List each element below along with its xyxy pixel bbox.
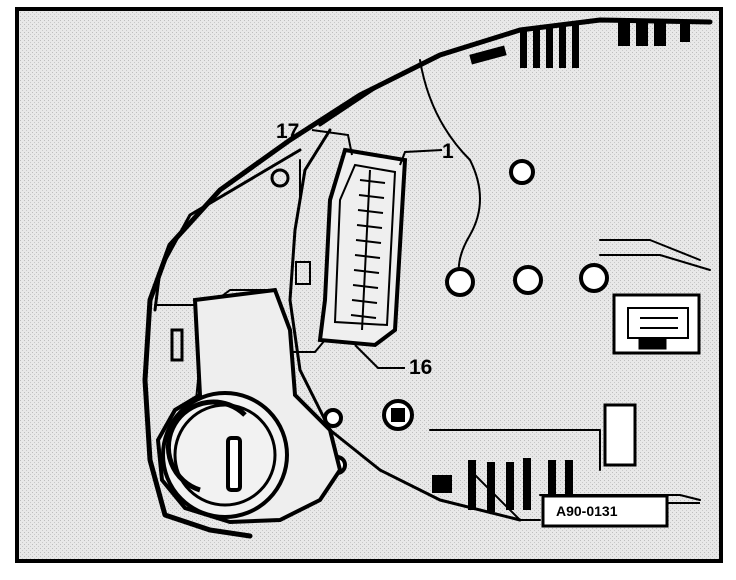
figure-code-box: A90-0131 — [541, 494, 669, 528]
bottom-pins — [432, 458, 573, 512]
pin-16-label: 16 — [409, 356, 432, 379]
svg-text:A90-0131: A90-0131 — [556, 503, 618, 519]
connector-block — [295, 147, 408, 348]
cluster-housing — [142, 17, 713, 539]
small-screw-icon — [270, 168, 290, 188]
leader-lines — [290, 129, 443, 369]
right-connector — [612, 293, 701, 355]
gauge-housing — [155, 287, 343, 525]
lower-tab — [603, 403, 637, 467]
pin-1-label: 1 — [442, 140, 454, 163]
hex-nut-icon — [391, 408, 405, 422]
pin-17-label: 17 — [276, 120, 299, 143]
top-right-pins — [469, 22, 690, 68]
